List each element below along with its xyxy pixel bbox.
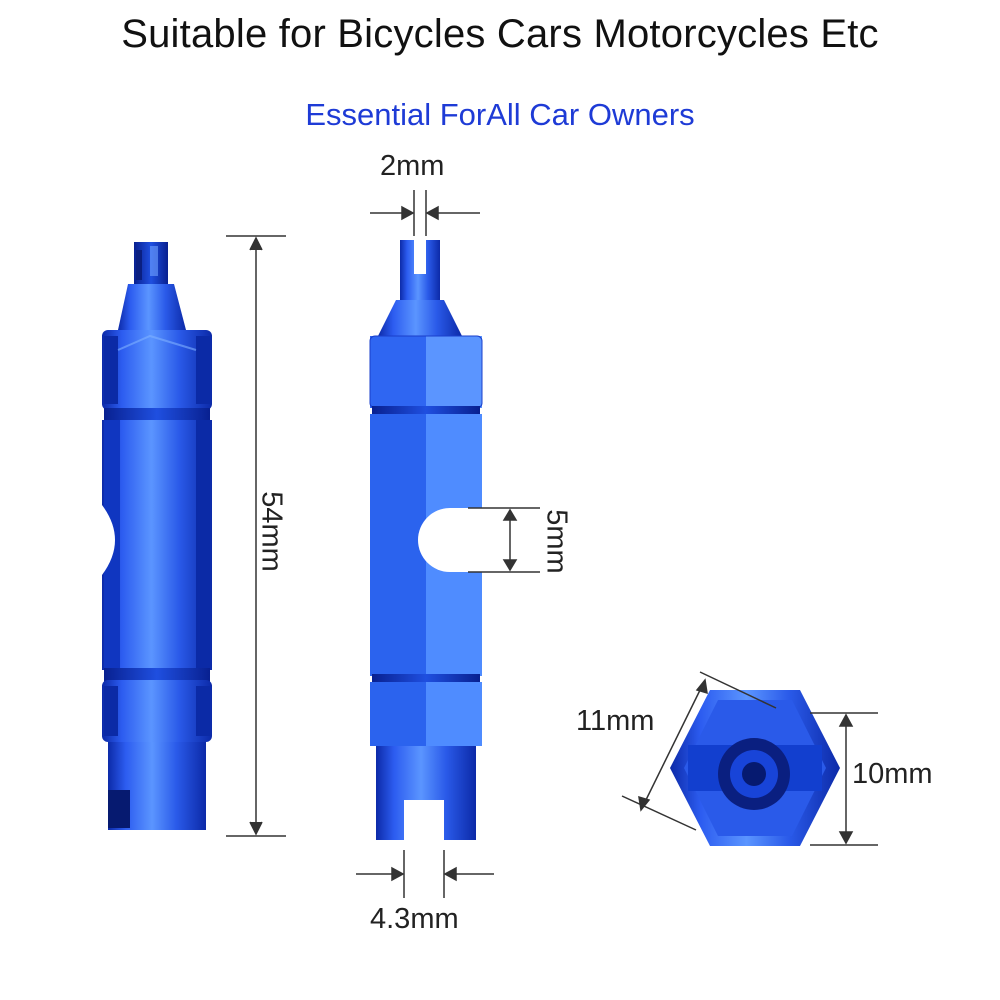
center-valve-tool xyxy=(369,240,483,840)
left-valve-tool xyxy=(102,242,212,830)
tip-width-dimension-line xyxy=(370,190,480,236)
hex-corner-dimension-line xyxy=(621,671,777,831)
hex-end-view xyxy=(670,690,840,846)
hex-flat-dimension-line xyxy=(810,712,878,846)
fork-width-label: 4.3mm xyxy=(370,903,459,935)
slot-width-dimension-line xyxy=(468,507,540,573)
length-dimension-line xyxy=(226,235,286,837)
length-label: 54mm xyxy=(255,491,288,572)
tip-width-label: 2mm xyxy=(380,150,445,182)
hex-corner-label: 11mm xyxy=(576,705,655,737)
page-subtitle: Essential ForAll Car Owners xyxy=(305,97,695,132)
fork-width-dimension-line xyxy=(356,850,494,898)
page-title: Suitable for Bicycles Cars Motorcycles E… xyxy=(121,12,879,56)
hex-flat-label: 10mm xyxy=(852,758,933,790)
slot-width-label: 5mm xyxy=(540,509,573,574)
